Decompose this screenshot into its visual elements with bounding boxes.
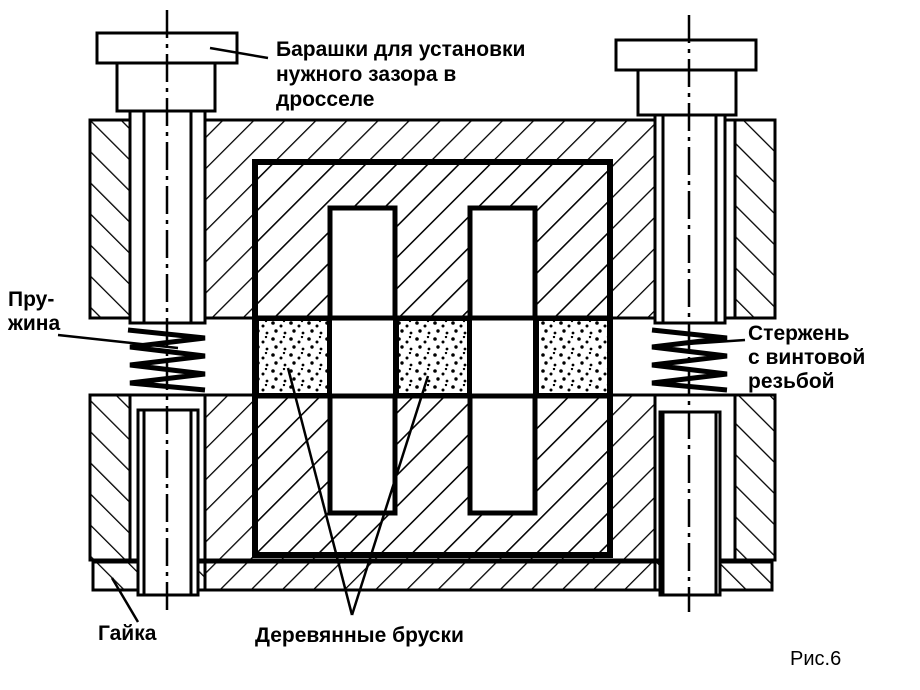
wooden-block-right	[537, 319, 609, 395]
left-spring	[127, 327, 206, 393]
rod-leader	[671, 338, 746, 347]
wooden-block-left	[257, 319, 329, 395]
leader-lines	[57, 46, 746, 623]
spring-leader	[57, 333, 179, 350]
wooden-block-middle	[397, 319, 469, 395]
nut-label: Гайка	[98, 622, 157, 645]
spring-label-line-2: жина	[8, 312, 61, 335]
spring-label-line-1: Пру-	[8, 288, 55, 311]
right-rod	[614, 15, 758, 612]
rod-label-line-2: с винтовой	[748, 346, 866, 369]
nut-leader	[110, 577, 140, 623]
blocks-leader-2	[350, 375, 430, 616]
wooden-blocks-label: Деревянные бруски	[255, 624, 464, 647]
knobs-leader	[209, 46, 269, 60]
figure-caption: Рис.6	[790, 648, 842, 670]
knobs-label-line-3: дросселе	[276, 88, 375, 111]
right-spring	[651, 327, 728, 393]
wooden-blocks	[257, 319, 609, 395]
blocks-leader-1	[286, 367, 354, 616]
knobs-label-line-2: нужного зазора в	[276, 63, 457, 86]
rod-label-line-1: Стержень	[748, 322, 850, 345]
rod-label-line-3: резьбой	[748, 370, 835, 393]
knobs-label-line-1: Барашки для установки	[276, 38, 526, 61]
left-rod	[95, 10, 239, 612]
